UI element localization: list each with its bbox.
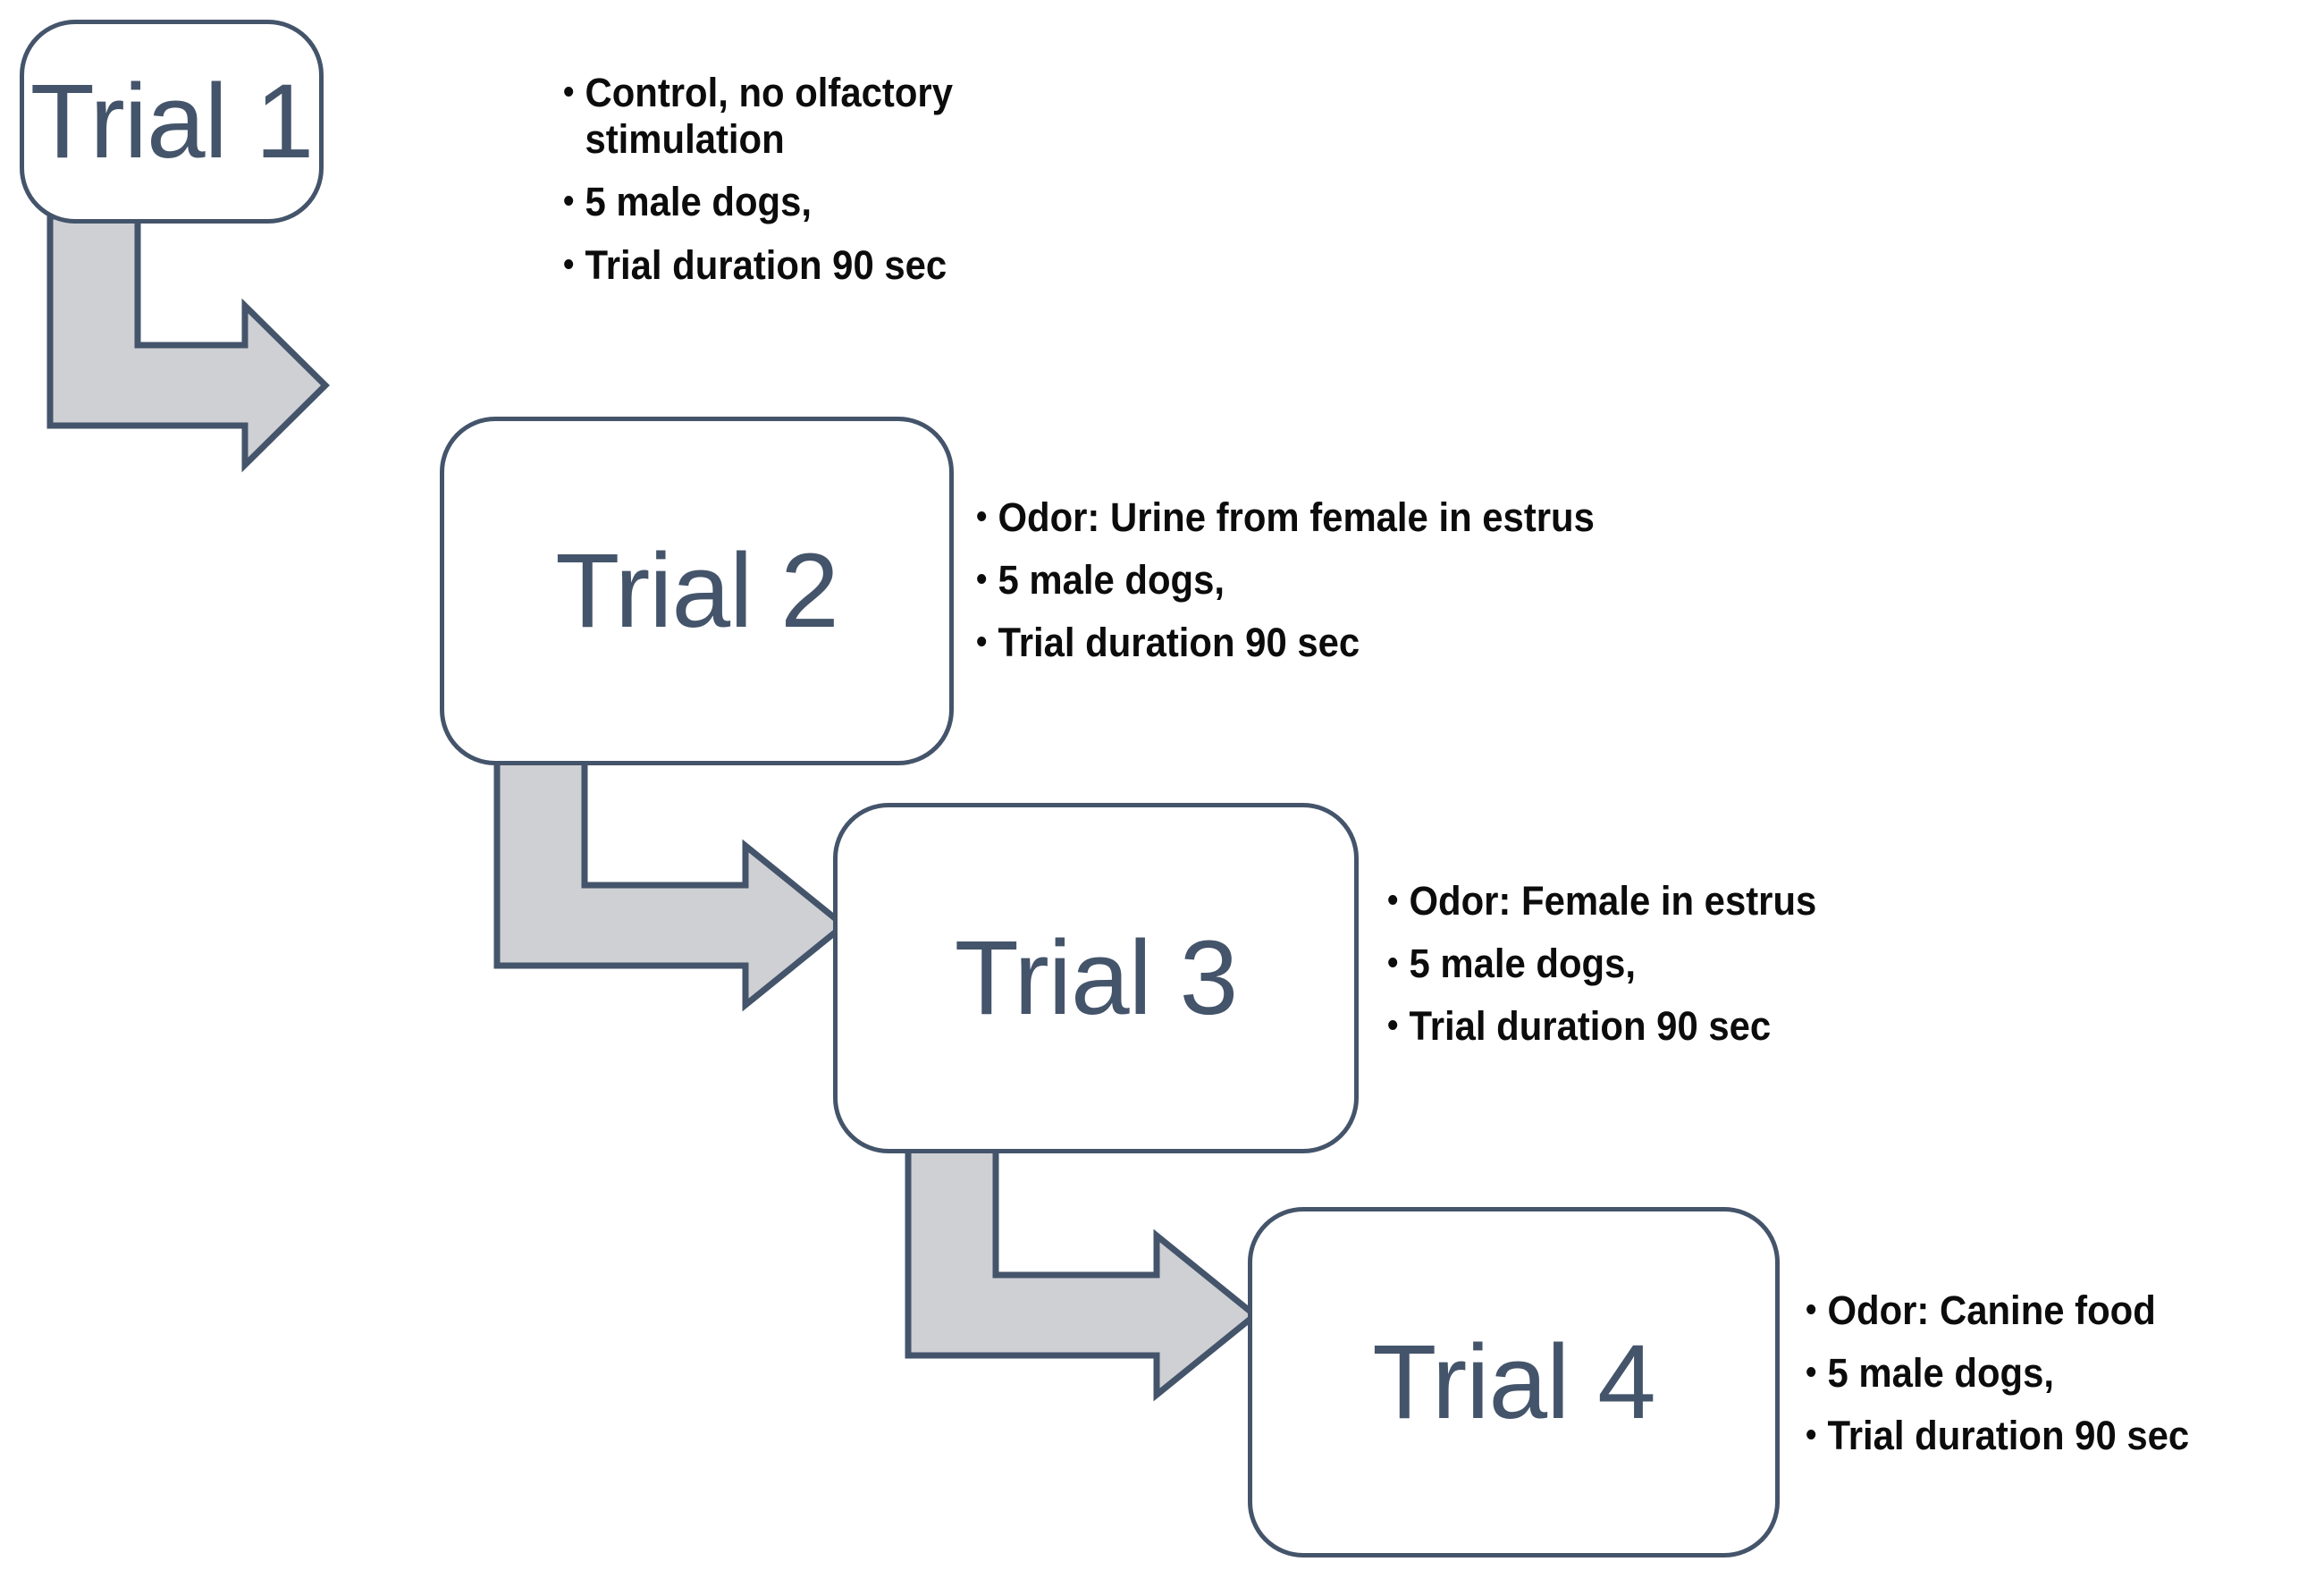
trial-box-3-label: Trial 3	[954, 919, 1238, 1037]
list-item: • Odor: Female in estrus	[1387, 878, 2069, 924]
list-item-text: Trial duration 90 sec	[1409, 1003, 1772, 1050]
bullet-dot-icon: •	[563, 245, 575, 283]
bullet-dot-icon: •	[976, 561, 988, 599]
trial-box-2[interactable]: Trial 2	[440, 417, 954, 765]
trial-4-bullet-list: • Odor: Canine food • 5 male dogs, • Tri…	[1806, 1287, 2324, 1476]
trial-3-bullet-list: • Odor: Female in estrus • 5 male dogs, …	[1387, 878, 2120, 1067]
bullet-dot-icon: •	[563, 73, 575, 111]
bullet-dot-icon: •	[1387, 1007, 1399, 1045]
trial-box-1-label: Trial 1	[29, 63, 314, 181]
elbow-arrow-icon-2-3	[493, 753, 851, 1021]
list-item-text: Control, no olfactory stimulation	[585, 70, 964, 163]
bullet-dot-icon: •	[1806, 1291, 1817, 1329]
bullet-dot-icon: •	[976, 623, 988, 662]
list-item-text: Trial duration 90 sec	[585, 241, 947, 288]
list-item-text: 5 male dogs,	[585, 179, 812, 225]
list-item: • Odor: Urine from female in estrus	[976, 494, 1790, 541]
list-item: • 5 male dogs,	[976, 557, 1790, 604]
trial-box-4[interactable]: Trial 4	[1248, 1207, 1780, 1557]
list-item-text: Trial duration 90 sec	[1827, 1413, 2190, 1459]
list-item-text: 5 male dogs,	[998, 557, 1225, 604]
list-item: • 5 male dogs,	[1387, 941, 2069, 987]
list-item-text: Odor: Canine food	[1827, 1287, 2156, 1333]
list-item: • Trial duration 90 sec	[563, 242, 1112, 289]
list-item-text: Odor: Female in estrus	[1409, 878, 1817, 924]
trial-box-4-label: Trial 4	[1372, 1323, 1655, 1441]
trial-box-1[interactable]: Trial 1	[20, 20, 324, 224]
bullet-dot-icon: •	[563, 182, 575, 221]
bullet-dot-icon: •	[1806, 1416, 1817, 1455]
trial-box-3[interactable]: Trial 3	[833, 803, 1359, 1153]
trial-box-2-label: Trial 2	[555, 532, 838, 650]
list-item: • Trial duration 90 sec	[1387, 1003, 2069, 1050]
list-item-text: Odor: Urine from female in estrus	[998, 494, 1595, 540]
list-item: • Control, no olfactory stimulation	[563, 70, 1112, 163]
list-item: • 5 male dogs,	[563, 179, 1112, 225]
list-item: • Trial duration 90 sec	[976, 620, 1790, 666]
bullet-dot-icon: •	[1387, 882, 1399, 919]
list-item-text: 5 male dogs,	[1827, 1350, 2054, 1397]
list-item: • Trial duration 90 sec	[1806, 1413, 2304, 1459]
list-item-text: 5 male dogs,	[1409, 941, 1636, 987]
list-item: • Odor: Canine food	[1806, 1287, 2304, 1334]
trial-1-bullet-list: • Control, no olfactory stimulation • 5 …	[563, 70, 1153, 305]
bullet-dot-icon: •	[1806, 1354, 1817, 1392]
bullet-dot-icon: •	[976, 498, 988, 536]
list-item: • 5 male dogs,	[1806, 1350, 2304, 1397]
elbow-arrow-icon-1-2	[46, 213, 333, 481]
trial-2-bullet-list: • Odor: Urine from female in estrus • 5 …	[976, 494, 1852, 683]
list-item-text: Trial duration 90 sec	[998, 620, 1360, 666]
elbow-arrow-icon-3-4	[905, 1143, 1262, 1411]
bullet-dot-icon: •	[1387, 944, 1399, 983]
